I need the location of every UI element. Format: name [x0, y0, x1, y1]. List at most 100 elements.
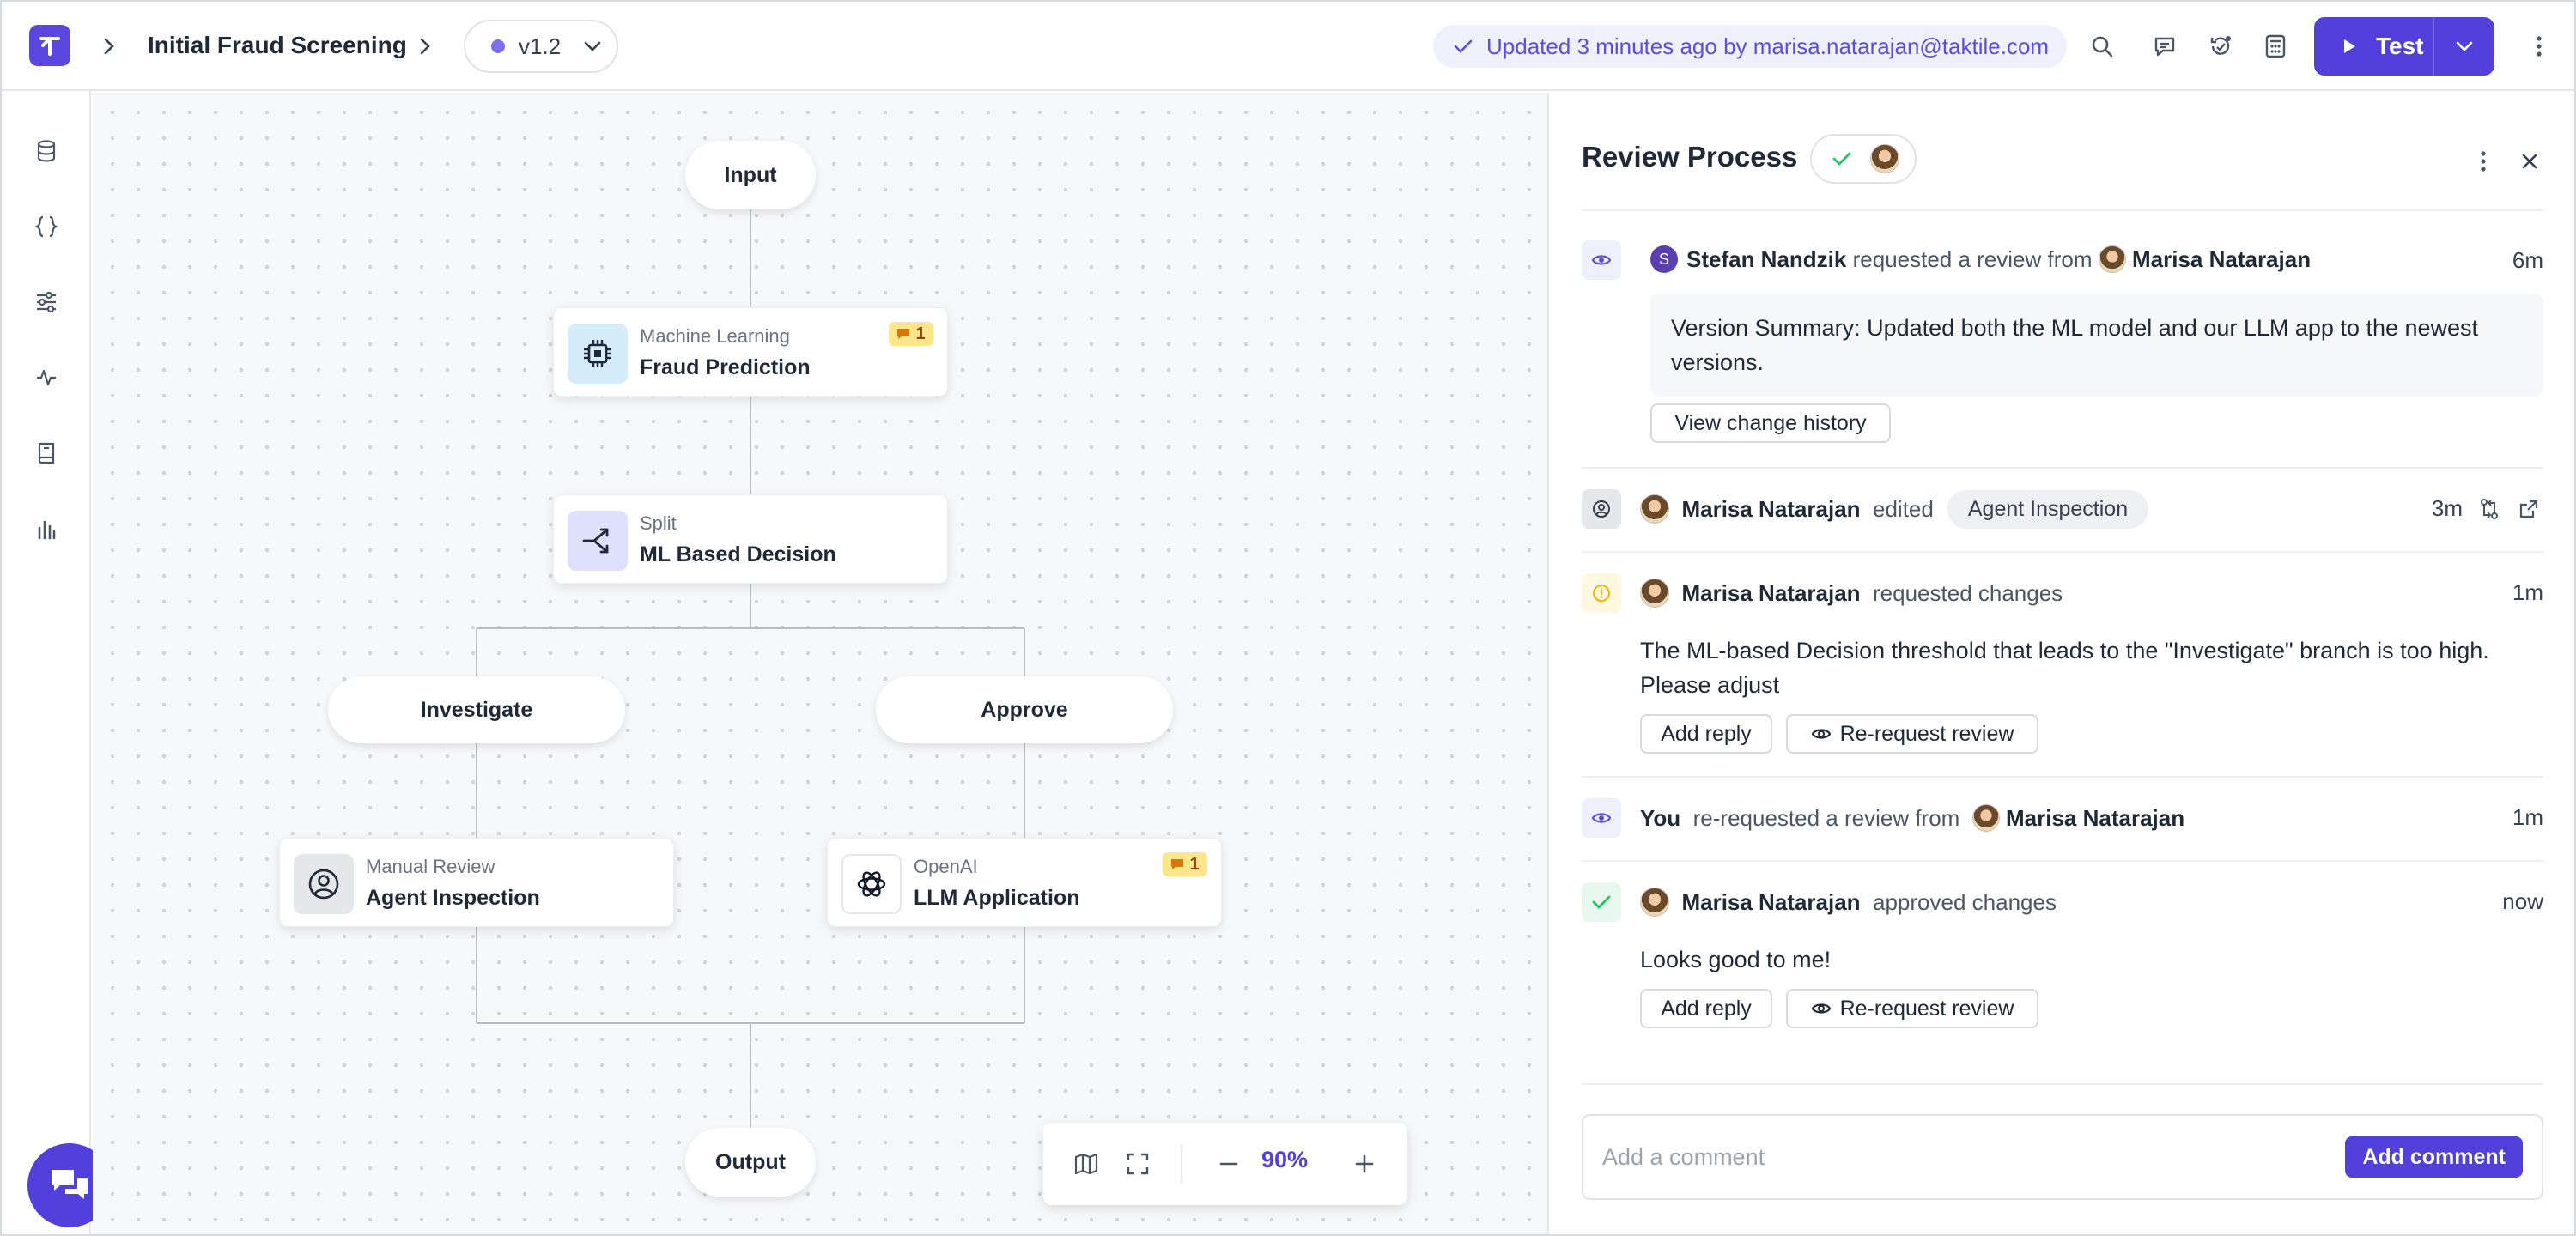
node-type: OpenAI	[914, 856, 978, 877]
comment-count-badge[interactable]: 1	[889, 322, 933, 346]
re-request-review-button[interactable]: Re-request review	[1786, 714, 2038, 754]
flow-edges	[476, 209, 1025, 1128]
flow-title[interactable]: Initial Fraud Screening	[148, 32, 407, 58]
comments-icon[interactable]	[2148, 29, 2182, 64]
activity-icon[interactable]	[31, 362, 62, 393]
node-name: LLM Application	[914, 886, 1080, 910]
zoom-out-icon[interactable]	[1208, 1143, 1249, 1184]
minimap-icon[interactable]	[1066, 1143, 1107, 1184]
node-type: Split	[640, 512, 677, 534]
comment-input[interactable]	[1602, 1140, 2289, 1174]
app-logo[interactable]	[29, 25, 70, 66]
review-history-icon[interactable]	[2203, 29, 2238, 64]
test-run[interactable]: Test	[2314, 17, 2433, 76]
compare-icon[interactable]	[2475, 494, 2504, 524]
book-icon[interactable]	[31, 438, 62, 469]
input-node[interactable]: Input	[685, 141, 816, 209]
eye-icon	[1811, 729, 1831, 739]
event-actor: Marisa Natarajan	[1681, 495, 1861, 522]
left-sidebar	[2, 91, 91, 1234]
eye-icon	[1811, 1003, 1831, 1014]
zoom-level: 90%	[1261, 1147, 1309, 1172]
alert-circle-icon	[1582, 573, 1621, 613]
event-action: approved changes	[1873, 888, 2057, 915]
add-reply-button[interactable]: Add reply	[1640, 714, 1772, 754]
play-icon	[2344, 39, 2355, 53]
add-comment-button[interactable]: Add comment	[2345, 1136, 2523, 1178]
re-request-review-button[interactable]: Re-request review	[1786, 989, 2038, 1028]
last-updated-text: Updated 3 minutes ago by marisa.nataraja…	[1486, 33, 2050, 59]
event-requested-changes: Marisa Natarajan requested changes 1m Th…	[1582, 573, 2543, 865]
user-circle-icon	[1582, 489, 1621, 529]
split-icon	[568, 511, 628, 571]
event-review-requested: S Stefan Nandzik requested a review from…	[1582, 239, 2543, 548]
external-link-icon[interactable]	[2514, 494, 2543, 524]
code-braces-icon[interactable]	[31, 211, 62, 242]
openai-icon	[841, 854, 902, 914]
reviewer-status[interactable]	[1810, 134, 1917, 184]
check-icon	[1832, 152, 1851, 166]
avatar: S	[1650, 245, 1678, 273]
avatar	[1640, 888, 1669, 917]
comment-composer: Add comment	[1582, 1114, 2543, 1200]
output-node[interactable]: Output	[685, 1128, 816, 1197]
branch-approve[interactable]: Approve	[876, 676, 1173, 743]
comment-icon	[1171, 859, 1184, 869]
event-approved: Marisa Natarajan approved changes now Lo…	[1582, 882, 2543, 1088]
event-action: requested a review from	[1852, 245, 2093, 272]
node-ml-based-decision[interactable]: Split ML Based Decision	[553, 494, 948, 584]
event-actor: Marisa Natarajan	[1681, 888, 1861, 915]
node-fraud-prediction[interactable]: Machine Learning Fraud Prediction 1	[553, 307, 948, 397]
comment-text: Looks good to me!	[1640, 947, 1832, 972]
avatar	[1870, 144, 1899, 173]
event-time: 6m	[2512, 247, 2543, 273]
flow-canvas[interactable]: Input Machine Learning Fraud Prediction …	[93, 93, 1547, 1234]
node-name: ML Based Decision	[640, 542, 836, 566]
cpu-chip-icon	[568, 324, 628, 384]
event-action: edited	[1873, 495, 1934, 522]
node-llm-application[interactable]: OpenAI LLM Application 1	[827, 838, 1222, 927]
chevron-right-icon	[96, 33, 122, 59]
review-panel: Review Process S Stefan Nandzik requeste…	[1547, 93, 2574, 1234]
more-options-icon[interactable]	[2524, 29, 2554, 64]
bar-chart-icon[interactable]	[31, 513, 62, 544]
user-circle-icon	[294, 854, 354, 914]
event-time: now	[2502, 888, 2543, 914]
event-time: 1m	[2512, 579, 2543, 605]
last-updated-badge: Updated 3 minutes ago by marisa.nataraja…	[1433, 25, 2067, 68]
fit-view-icon[interactable]	[1117, 1143, 1158, 1184]
version-summary: Version Summary: Updated both the ML mod…	[1650, 294, 2543, 397]
add-reply-button[interactable]: Add reply	[1640, 989, 1772, 1028]
eye-icon	[1582, 798, 1621, 838]
view-change-history-button[interactable]: View change history	[1650, 403, 1891, 443]
search-icon[interactable]	[2085, 29, 2119, 64]
avatar	[1640, 579, 1669, 608]
chevron-right-icon	[412, 33, 438, 59]
event-target: Marisa Natarajan	[2131, 245, 2312, 272]
comment-text: The ML-based Decision threshold that lea…	[1640, 638, 2489, 698]
edited-node-tag[interactable]: Agent Inspection	[1947, 489, 2149, 529]
more-options-icon[interactable]	[2468, 144, 2499, 179]
avatar	[1640, 494, 1669, 524]
sliders-icon[interactable]	[31, 287, 62, 318]
node-agent-inspection[interactable]: Manual Review Agent Inspection	[279, 838, 674, 927]
version-selector[interactable]: v1.2	[464, 20, 618, 73]
event-action: re-requested a review from	[1692, 804, 1960, 831]
version-status-dot	[491, 39, 505, 53]
database-icon[interactable]	[31, 136, 62, 167]
test-button[interactable]: Test	[2314, 17, 2494, 76]
panel-title: Review Process	[1582, 141, 1798, 173]
branch-investigate[interactable]: Investigate	[328, 676, 625, 743]
event-time: 3m	[2431, 495, 2463, 521]
test-options-dropdown[interactable]	[2434, 17, 2494, 76]
event-actor: Stefan Nandzik	[1686, 245, 1847, 272]
event-action: requested changes	[1873, 579, 2063, 606]
zoom-in-icon[interactable]	[1344, 1143, 1385, 1184]
chevron-down-icon	[584, 41, 601, 52]
check-icon	[1454, 39, 1473, 53]
comment-count-badge[interactable]: 1	[1163, 852, 1207, 876]
event-actor: Marisa Natarajan	[1681, 579, 1861, 606]
close-icon[interactable]	[2512, 144, 2547, 179]
calculator-icon[interactable]	[2258, 29, 2293, 64]
